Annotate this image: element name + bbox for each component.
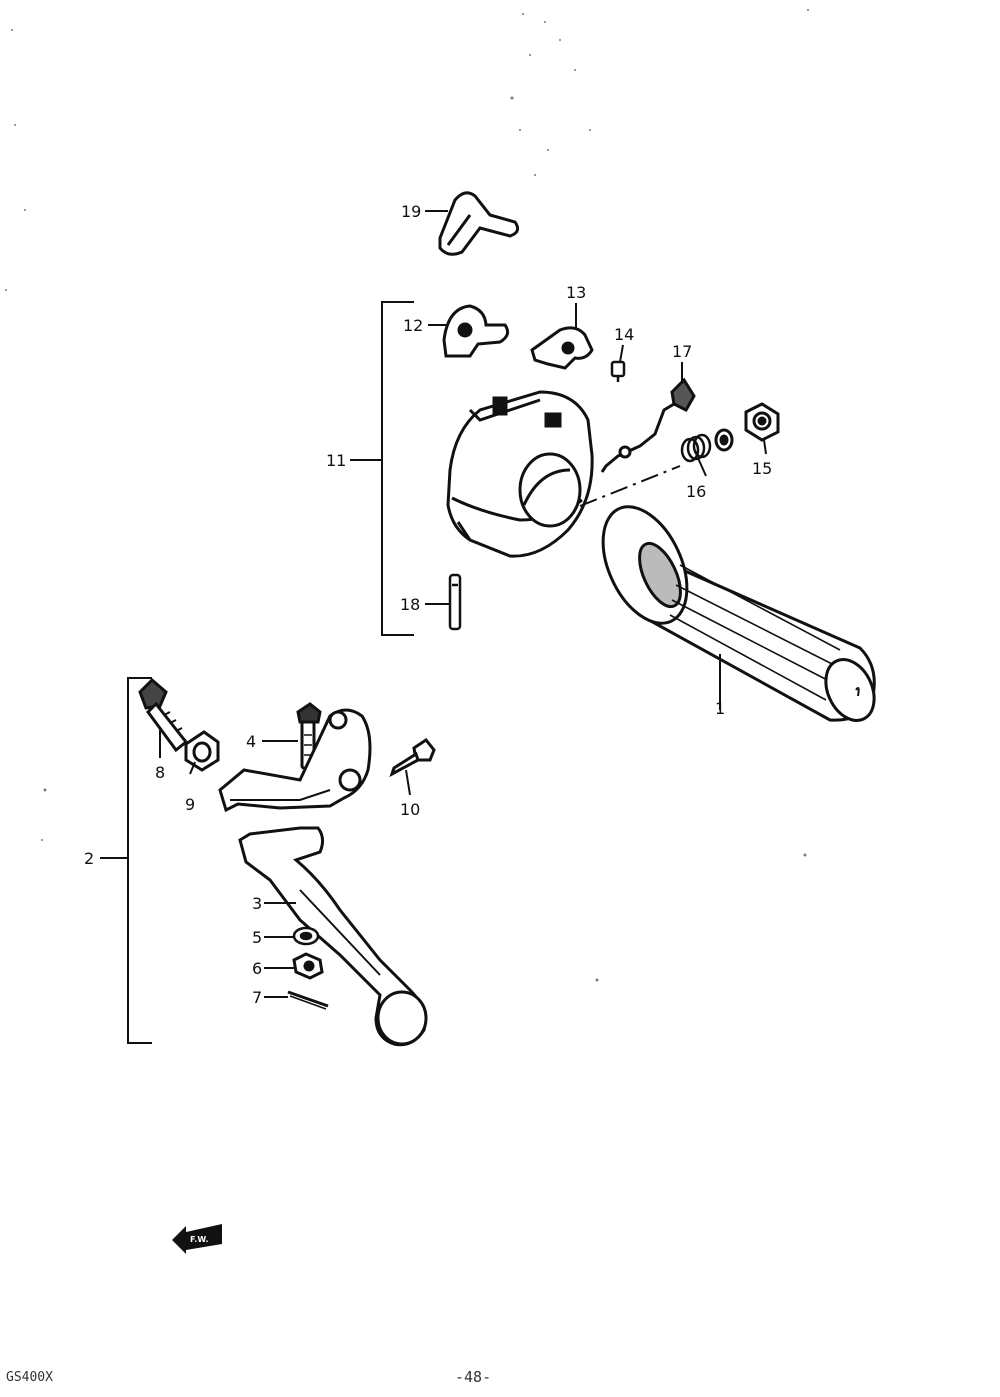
assembly-axis-line [579, 465, 681, 507]
callout-2: 2 [84, 849, 94, 868]
footer-page-number: -48- [455, 1368, 492, 1386]
part-19-cap [438, 191, 520, 256]
callout-9: 9 [185, 795, 195, 814]
part-15-nut [744, 402, 780, 442]
callout-7: 7 [252, 988, 262, 1007]
callout-16: 16 [686, 482, 706, 501]
callout-11: 11 [326, 451, 346, 470]
callout-8: 8 [155, 763, 165, 782]
part-12-cap [442, 304, 510, 358]
footer-model-code: GS400X [6, 1370, 53, 1385]
part-10-bolt [389, 737, 436, 778]
part-17-lever [600, 377, 696, 473]
part-14-screw [610, 360, 626, 382]
part-7-pin [287, 990, 329, 1010]
part-9-nut [184, 730, 220, 772]
callout-6: 6 [252, 959, 262, 978]
part-8-bolt [138, 677, 189, 753]
callout-5: 5 [252, 928, 262, 947]
callout-13: 13 [566, 283, 586, 302]
scan-noise [5, 9, 809, 982]
callout-1: 1 [715, 699, 725, 718]
part-6-nut [292, 952, 324, 980]
callout-19: 19 [401, 202, 421, 221]
front-direction-arrow-icon: F.W. [172, 1224, 222, 1254]
callout-18: 18 [400, 595, 420, 614]
callout-14: 14 [614, 325, 634, 344]
callout-3: 3 [252, 894, 262, 913]
part-13-cap [530, 326, 594, 370]
callout-17: 17 [672, 342, 692, 361]
callout-12: 12 [403, 316, 423, 335]
part-3-lever [238, 826, 428, 1047]
bracket-2 [127, 677, 152, 1044]
part-1-grip [601, 505, 876, 722]
lever-bracket [218, 708, 372, 813]
part-16-spring [680, 433, 712, 463]
callout-4: 4 [246, 732, 256, 751]
part-5-washer [292, 926, 320, 946]
callout-labels: 1 2 3 4 5 6 7 8 9 10 11 12 13 14 15 16 1… [84, 202, 772, 1007]
direction-badge-text: F.W. [190, 1235, 209, 1244]
callout-10: 10 [400, 800, 420, 819]
bracket-11 [381, 301, 414, 636]
callout-15: 15 [752, 459, 772, 478]
part-11-throttle-housing [446, 390, 594, 558]
leader-lines [159, 210, 767, 998]
part-18-screw [448, 573, 462, 631]
part-16-washer [714, 428, 734, 452]
